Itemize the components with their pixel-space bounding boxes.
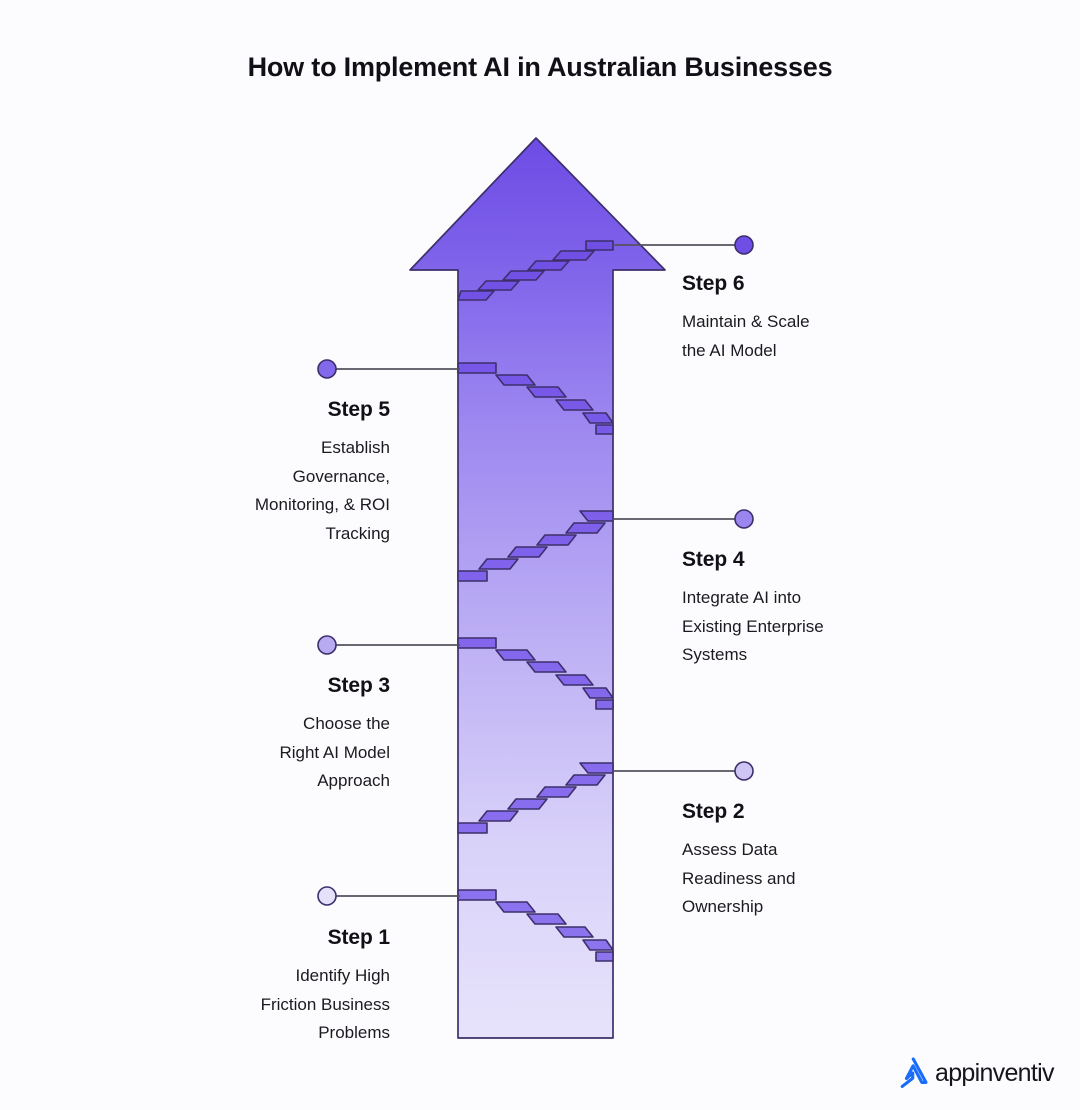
step-desc-line: Ownership	[682, 897, 764, 916]
step-desc-line: Existing Enterprise	[682, 616, 824, 636]
staircase-segment-2	[457, 762, 614, 834]
step-desc-line: Friction Business	[260, 994, 390, 1014]
step-description-5: Establish Governance, Monitoring, & ROI …	[150, 434, 390, 548]
step-description-4: Integrate AI into Existing Enterprise Sy…	[682, 584, 922, 670]
step-label-1: Step 1	[327, 926, 391, 949]
step-desc-line: Systems	[682, 645, 748, 664]
connector-step-2	[613, 761, 754, 781]
step-description-2: Assess Data Readiness and Ownership	[682, 836, 922, 922]
step-desc-line: Readiness and	[682, 868, 796, 888]
step-desc-line: Tracking	[325, 523, 390, 543]
staircase-segment-6	[457, 240, 614, 301]
step-block-2: Step 2 Assess Data Readiness and Ownersh…	[682, 800, 922, 922]
connector-step-4	[613, 509, 754, 529]
staircase-segment-4	[457, 510, 614, 582]
connector-step-5	[317, 359, 460, 379]
step-label-4: Step 4	[682, 548, 745, 571]
connector-step-6	[613, 235, 754, 255]
step-label-2: Step 2	[682, 800, 745, 823]
step-description-3: Choose the Right AI Model Approach	[150, 710, 390, 796]
step-description-6: Maintain & Scale the AI Model	[682, 308, 922, 365]
step-block-6: Step 6 Maintain & Scale the AI Model	[682, 272, 922, 365]
step-desc-line: the AI Model	[682, 340, 777, 360]
appinventiv-logo[interactable]: appinventiv	[898, 1057, 1054, 1089]
appinventiv-a-mark-icon	[900, 1057, 928, 1089]
connector-dot-step-4	[734, 509, 754, 529]
step-desc-line: Right AI Model	[279, 742, 390, 762]
staircase-segment-3	[457, 637, 614, 710]
step-description-1: Identify High Friction Business Problems	[150, 962, 390, 1048]
step-desc-line: Monitoring, & ROI	[254, 495, 390, 514]
step-desc-line: Choose the	[303, 714, 390, 733]
connector-step-3	[317, 635, 460, 655]
connector-step-1	[317, 886, 460, 906]
step-label-6: Step 6	[682, 272, 745, 295]
staircase-segment-1	[457, 889, 614, 962]
step-desc-line: Governance,	[292, 466, 390, 486]
step-block-4: Step 4 Integrate AI into Existing Enterp…	[682, 548, 922, 670]
connector-dot-step-5	[317, 359, 337, 379]
step-desc-line: Integrate AI into	[682, 588, 802, 607]
step-desc-line: Approach	[317, 771, 390, 790]
step-label-3: Step 3	[327, 674, 391, 697]
step-desc-line: Problems	[318, 1023, 390, 1042]
page-title: How to Implement AI in Australian Busine…	[247, 52, 833, 82]
connector-dot-step-6	[734, 235, 754, 255]
step-desc-line: Establish	[321, 438, 390, 457]
step-desc-line: Maintain & Scale	[682, 312, 810, 331]
step-block-3: Step 3 Choose the Right AI Model Approac…	[150, 674, 390, 796]
step-block-5: Step 5 Establish Governance, Monitoring,…	[150, 398, 390, 548]
step-desc-line: Assess Data	[682, 840, 778, 859]
connector-dot-step-1	[317, 886, 337, 906]
step-desc-line: Identify High	[295, 966, 391, 985]
connector-dot-step-2	[734, 761, 754, 781]
connector-dot-step-3	[317, 635, 337, 655]
staircase-segment-5	[457, 362, 614, 435]
step-label-5: Step 5	[327, 398, 391, 421]
appinventiv-wordmark: appinventiv	[935, 1058, 1054, 1087]
step-block-1: Step 1 Identify High Friction Business P…	[150, 926, 391, 1048]
